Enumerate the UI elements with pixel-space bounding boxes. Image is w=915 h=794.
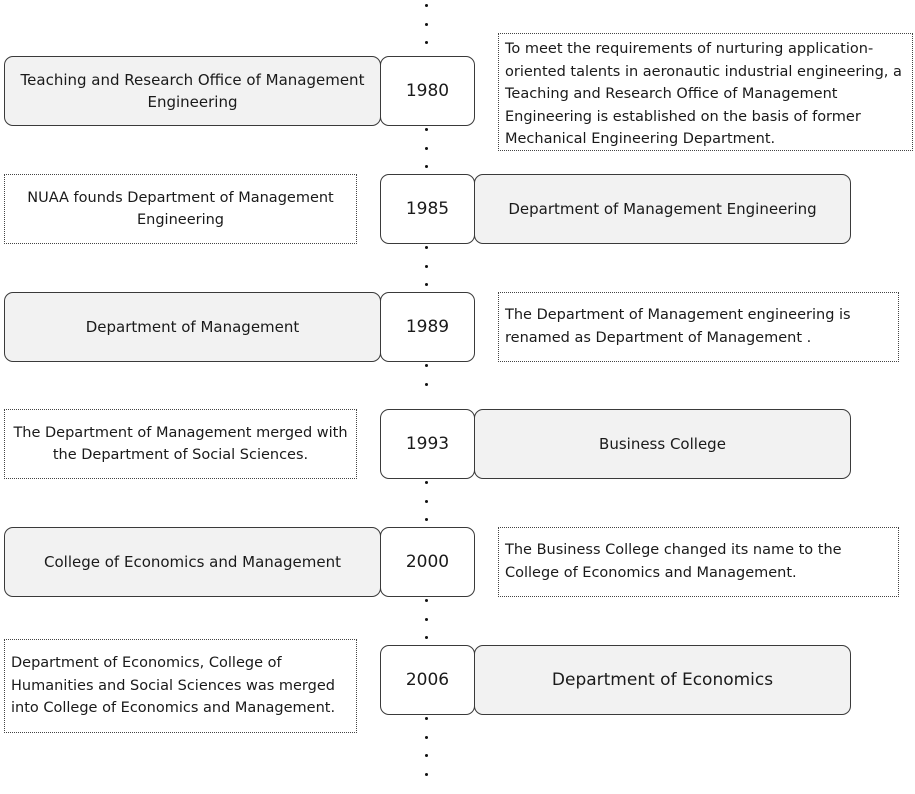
timeline-year-box: 2006 — [380, 645, 475, 715]
timeline-dot — [425, 736, 428, 739]
timeline-dot — [425, 518, 428, 521]
timeline-name-box: Teaching and Research Office of Manageme… — [4, 56, 381, 126]
timeline-dot — [425, 383, 428, 386]
timeline-note: The Department of Management engineering… — [498, 292, 899, 362]
timeline-dot — [425, 717, 428, 720]
timeline-name-box: Department of Management — [4, 292, 381, 362]
timeline-dot — [425, 754, 428, 757]
timeline-dot — [425, 618, 428, 621]
timeline-note: The Business College changed its name to… — [498, 527, 899, 597]
timeline-name-box: Department of Economics — [474, 645, 851, 715]
timeline-year-box: 2000 — [380, 527, 475, 597]
timeline-dot — [425, 41, 428, 44]
timeline-name-box: Business College — [474, 409, 851, 479]
timeline-dot — [425, 283, 428, 286]
timeline-dot — [425, 128, 428, 131]
timeline-dot — [425, 265, 428, 268]
timeline-note: NUAA founds Department of Management Eng… — [4, 174, 357, 244]
timeline-name-box: Department of Management Engineering — [474, 174, 851, 244]
timeline-note: Department of Economics, College of Huma… — [4, 639, 357, 733]
timeline-dot — [425, 599, 428, 602]
timeline-year-box: 1985 — [380, 174, 475, 244]
timeline-year-box: 1989 — [380, 292, 475, 362]
timeline-dot — [425, 165, 428, 168]
timeline-dot — [425, 481, 428, 484]
timeline-note: The Department of Management merged with… — [4, 409, 357, 479]
timeline-year-box: 1993 — [380, 409, 475, 479]
timeline-dot — [425, 364, 428, 367]
timeline-dot — [425, 23, 428, 26]
timeline-year-box: 1980 — [380, 56, 475, 126]
timeline-dot — [425, 500, 428, 503]
timeline-dot — [425, 246, 428, 249]
timeline-dot — [425, 773, 428, 776]
timeline-dot — [425, 636, 428, 639]
timeline-dot — [425, 4, 428, 7]
timeline-note: To meet the requirements of nurturing ap… — [498, 33, 913, 151]
timeline-name-box: College of Economics and Management — [4, 527, 381, 597]
timeline-dot — [425, 147, 428, 150]
